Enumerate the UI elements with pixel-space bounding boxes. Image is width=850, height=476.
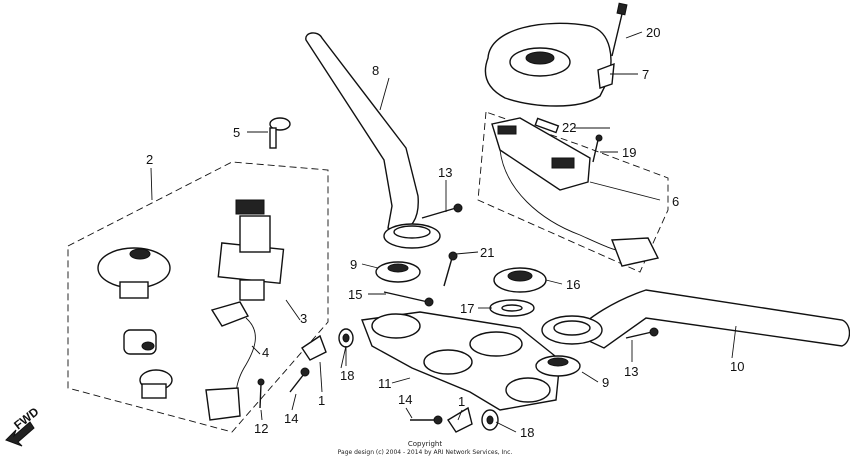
right-handlebar-part bbox=[541, 289, 850, 349]
callout-4: 4 bbox=[262, 345, 269, 360]
callout-15: 15 bbox=[348, 287, 362, 302]
callout-10: 10 bbox=[730, 359, 744, 374]
callout-19: 19 bbox=[622, 145, 636, 160]
callout-numbers: 1 1 2 3 4 5 6 7 8 9 9 10 11 12 13 13 14 … bbox=[146, 25, 744, 440]
copyright-notice: Page design (c) 2004 - 2014 by ARI Netwo… bbox=[337, 449, 513, 456]
copyright-label: Copyright bbox=[407, 440, 443, 448]
small-screw-part bbox=[257, 378, 265, 409]
ignition-switch-part bbox=[217, 199, 285, 301]
callout-1-right: 1 bbox=[458, 394, 465, 409]
callout-14-left: 14 bbox=[284, 411, 298, 426]
callout-11: 11 bbox=[378, 376, 392, 391]
callout-5: 5 bbox=[233, 125, 240, 140]
bridge-bolt-part bbox=[421, 203, 463, 219]
callout-13-upper: 13 bbox=[438, 165, 452, 180]
callout-9-left: 9 bbox=[350, 257, 357, 272]
ignition-switch-group-box bbox=[67, 161, 329, 433]
ignition-cap-part bbox=[97, 247, 171, 299]
lower-bolt-part bbox=[410, 415, 443, 425]
switch-pin-part bbox=[534, 117, 560, 134]
callout-21: 21 bbox=[480, 245, 494, 260]
callout-12: 12 bbox=[254, 421, 268, 436]
key-part bbox=[269, 117, 291, 149]
pinch-bolt-part bbox=[443, 251, 458, 287]
lock-cylinder-part bbox=[139, 369, 173, 399]
callout-22: 22 bbox=[562, 120, 576, 135]
callout-3: 3 bbox=[300, 311, 307, 326]
callout-18-left: 18 bbox=[340, 368, 354, 383]
left-handlebar-part bbox=[305, 32, 441, 249]
switch-wire-part bbox=[205, 301, 256, 421]
switch-housing-group-box bbox=[477, 111, 669, 273]
fwd-arrow-icon bbox=[5, 421, 35, 447]
leader-lines bbox=[150, 31, 737, 433]
lock-bracket-part bbox=[123, 329, 157, 355]
clamp-bolt-part bbox=[383, 291, 434, 307]
upper-clamp-right-part bbox=[535, 355, 581, 377]
callout-13-lower: 13 bbox=[624, 364, 638, 379]
callout-17: 17 bbox=[460, 301, 474, 316]
top-cover-part bbox=[484, 22, 615, 107]
stem-washer-part bbox=[489, 299, 535, 317]
callout-7: 7 bbox=[642, 67, 649, 82]
callout-20: 20 bbox=[646, 25, 660, 40]
top-bolt-part bbox=[611, 2, 628, 57]
callout-2: 2 bbox=[146, 152, 153, 167]
upper-clamp-left-part bbox=[375, 261, 421, 283]
callout-18-right: 18 bbox=[520, 425, 534, 440]
housing-screw-part bbox=[592, 134, 603, 163]
washer-left-part bbox=[338, 328, 354, 348]
right-bolt-part bbox=[625, 327, 659, 339]
callout-9-right: 9 bbox=[602, 375, 609, 390]
callout-6: 6 bbox=[672, 194, 679, 209]
stem-nut-part bbox=[493, 267, 547, 293]
switch-housing-part bbox=[491, 117, 660, 267]
callout-14-right: 14 bbox=[398, 392, 412, 407]
callout-16: 16 bbox=[566, 277, 580, 292]
bracket-left-part bbox=[301, 334, 327, 361]
top-bridge-part bbox=[361, 311, 561, 411]
washer-right-part bbox=[481, 409, 499, 431]
callout-8: 8 bbox=[372, 63, 379, 78]
bracket-right-part bbox=[447, 406, 473, 433]
mount-bolt-part bbox=[289, 367, 310, 393]
callout-1-left: 1 bbox=[318, 393, 325, 408]
